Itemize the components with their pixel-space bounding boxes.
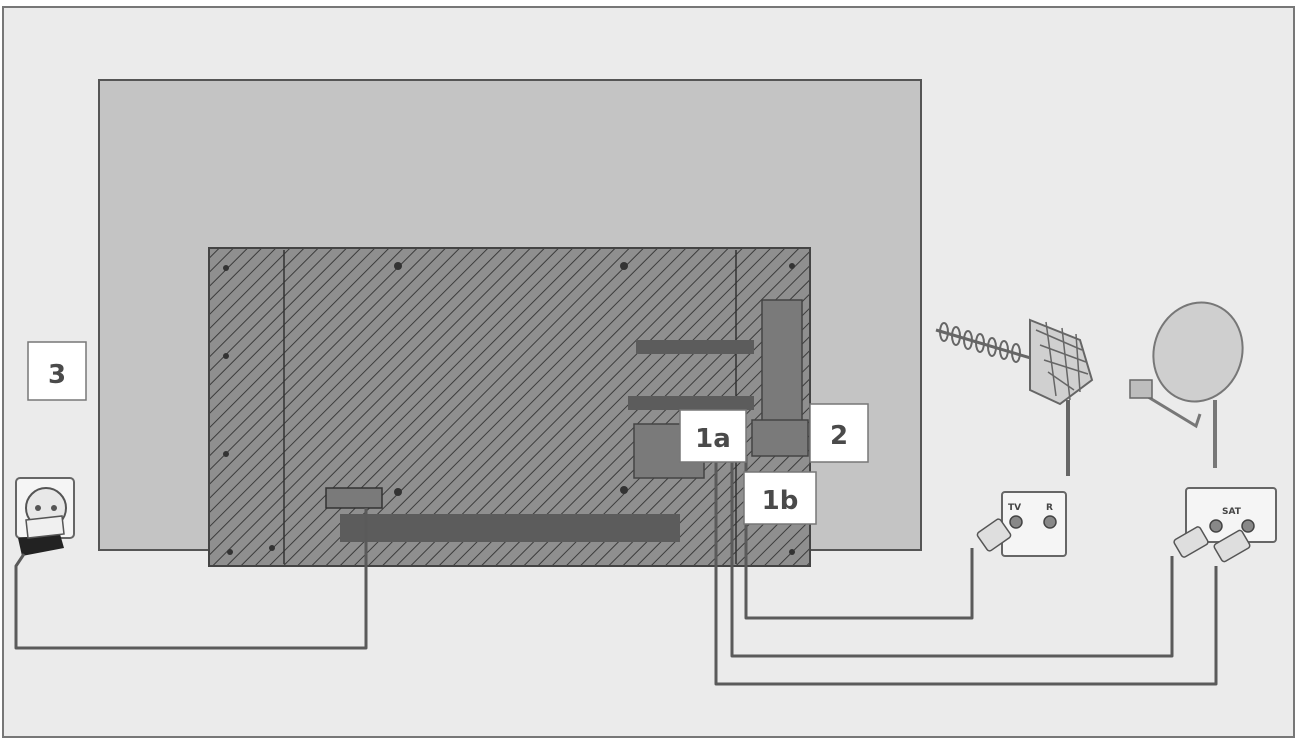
callout-3: 3	[27, 341, 87, 401]
callout-3-text: 3	[48, 360, 66, 390]
tv-back-panel	[208, 247, 811, 567]
terrestrial-antenna	[935, 318, 1094, 476]
callout-1b: 1b	[743, 471, 817, 525]
power-outlet	[15, 477, 75, 539]
coax-plugs	[976, 518, 1251, 563]
callout-1a: 1a	[679, 409, 747, 463]
tv-socket-label: TV	[1008, 503, 1021, 513]
callout-1b-text: 1b	[762, 486, 799, 516]
callout-1a-text: 1a	[695, 424, 731, 454]
radio-socket-label: R	[1046, 503, 1053, 513]
power-plug	[18, 515, 65, 556]
antenna-wall-socket	[1001, 491, 1067, 557]
satellite-dish	[1129, 301, 1244, 468]
sat-socket-label: SAT	[1222, 507, 1242, 517]
callout-2-text: 2	[830, 421, 848, 451]
satellite-wall-socket	[1185, 487, 1277, 543]
cables	[14, 456, 1218, 686]
callout-2: 2	[809, 403, 869, 463]
